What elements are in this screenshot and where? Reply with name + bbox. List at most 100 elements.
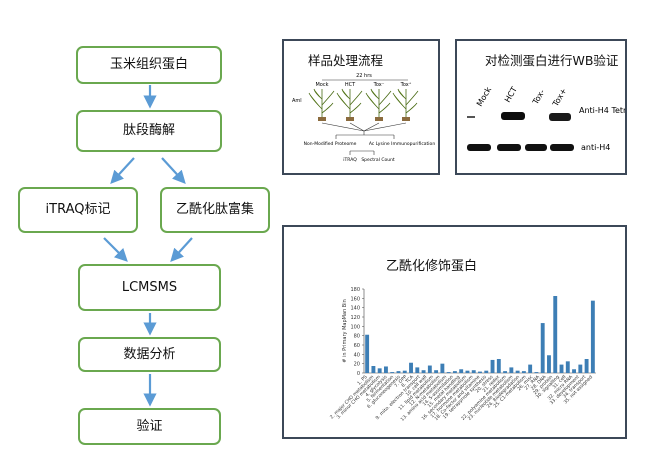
bar: [540, 323, 545, 373]
arrow-2b: [161, 157, 186, 184]
y-tick-label: 80: [354, 334, 360, 340]
bar: [415, 367, 420, 373]
y-tick-label: 60: [354, 343, 360, 349]
bar: [396, 371, 401, 373]
wb-blot: Mock HCT Tox- Tox+ Anti-H4 Tetra Acetyla…: [467, 85, 625, 152]
branch-left-label: Non-Modified Proteome: [304, 141, 357, 147]
bar: [559, 364, 564, 373]
bar-chart: 0 20 40 60 80 100 120 140 160 180# in Primary Map…: [329, 287, 596, 423]
y-axis-label: # in Primary MapMan Bin: [342, 299, 348, 363]
y-tick-label: 20: [354, 362, 360, 368]
wb-band: [549, 113, 571, 121]
bar: [377, 368, 382, 373]
plant-icons: [308, 88, 419, 121]
bar: [572, 369, 576, 373]
y-tick-label: 0: [357, 371, 360, 377]
arrow-3b: [170, 237, 193, 262]
flow-box-data-analysis: 数据分析: [78, 337, 221, 372]
itraq-label: iTRAQ: [343, 157, 357, 163]
bar: [590, 300, 595, 373]
bar: [547, 355, 551, 373]
band1-label: Anti-H4 Tetra Acetylated: [579, 106, 625, 115]
bar: [565, 361, 570, 373]
flow-box-label: 数据分析: [123, 346, 176, 362]
panel-title: 样品处理流程: [308, 53, 384, 68]
spectral-label: Spectral Count: [361, 157, 395, 163]
branch-right-label: Ac Lysine Immunopurification: [369, 141, 436, 147]
mock-label: Mock: [315, 82, 328, 88]
flow-box-label: 乙酰化肽富集: [175, 202, 254, 217]
y-tick-label: 180: [350, 287, 360, 293]
wb-band: [467, 144, 491, 151]
y-tick-label: 140: [350, 306, 360, 312]
lane-label-mock: Mock: [475, 85, 493, 108]
hct-label: HCT: [345, 82, 356, 88]
arrow-3a: [103, 237, 128, 262]
flow-box-enrichment: 乙酰化肽富集: [160, 187, 270, 233]
bar: [509, 367, 514, 373]
bar: [584, 359, 589, 373]
panel-acetylation-chart: 乙酰化修饰蛋白 0 20 40 60 80 100 120 140 160 180# in Pri…: [282, 225, 627, 439]
flow-box-label: 玉米组织蛋白: [109, 57, 188, 72]
bar: [465, 370, 470, 373]
bar: [578, 364, 583, 373]
bar: [521, 371, 526, 373]
lane-label-hct: HCT: [503, 85, 519, 104]
bar: [365, 334, 370, 373]
bar: [496, 359, 501, 373]
bar: [402, 370, 407, 373]
wb-band: [525, 144, 547, 151]
bar: [446, 372, 451, 373]
y-tick-label: 40: [354, 352, 360, 358]
bar: [534, 372, 539, 373]
flow-box-lcmsms: LCMSMS: [78, 264, 221, 311]
bar: [409, 362, 413, 373]
bar: [421, 370, 426, 373]
bar: [452, 371, 457, 373]
wb-band: [497, 144, 521, 151]
flow-box-corn-protein: 玉米组织蛋白: [76, 46, 222, 84]
tox-minus-label: Tox⁻: [373, 82, 385, 88]
arrow-2a: [110, 157, 135, 184]
flow-box-label: LCMSMS: [121, 279, 178, 295]
bar: [471, 370, 476, 373]
bar: [440, 363, 445, 373]
bar: [484, 370, 489, 373]
flow-box-label: 验证: [136, 418, 163, 434]
panel-title: 乙酰化修饰蛋白: [386, 259, 478, 274]
y-tick-label: 160: [350, 296, 360, 302]
panel-title: 对检测蛋白进行WB验证: [485, 53, 619, 68]
band2-label: anti-H4: [581, 143, 610, 152]
bar: [478, 371, 482, 373]
bar: [371, 366, 376, 373]
bar: [515, 370, 520, 373]
bar: [434, 370, 439, 373]
y-tick-label: 100: [350, 324, 360, 330]
bar: [459, 369, 464, 373]
bar: [503, 371, 508, 373]
y-tick-label: 120: [350, 315, 360, 321]
flow-box-label: 肽段酶解: [122, 123, 175, 138]
flow-box-validation: 验证: [78, 408, 221, 445]
wb-band: [467, 116, 475, 118]
bar: [553, 296, 558, 373]
wb-band: [550, 144, 574, 151]
panel-sample-processing: 样品处理流程 22 hrs Mock HCT Tox⁻ Tox⁺ Aml: [282, 39, 440, 175]
row-label: Aml: [292, 98, 302, 104]
flow-box-itraq: iTRAQ标记: [18, 187, 138, 233]
bar: [490, 359, 495, 373]
bar: [390, 372, 395, 373]
flow-box-digestion: 肽段酶解: [76, 110, 222, 152]
tox-plus-label: Tox⁺: [400, 82, 412, 88]
wb-band: [501, 112, 525, 120]
lane-label-tox-plus: Tox+: [550, 87, 568, 109]
bar: [528, 364, 533, 373]
panel-wb-validation: 对检测蛋白进行WB验证 Mock HCT Tox- Tox+ Anti-H4 T…: [455, 39, 627, 175]
bar: [427, 365, 432, 373]
lane-label-tox-minus: Tox-: [530, 88, 546, 107]
flow-box-label: iTRAQ标记: [45, 202, 111, 217]
sample-diagram: 22 hrs Mock HCT Tox⁻ Tox⁺ Aml: [292, 73, 436, 163]
bar: [384, 366, 388, 373]
hours-label: 22 hrs: [356, 73, 372, 79]
